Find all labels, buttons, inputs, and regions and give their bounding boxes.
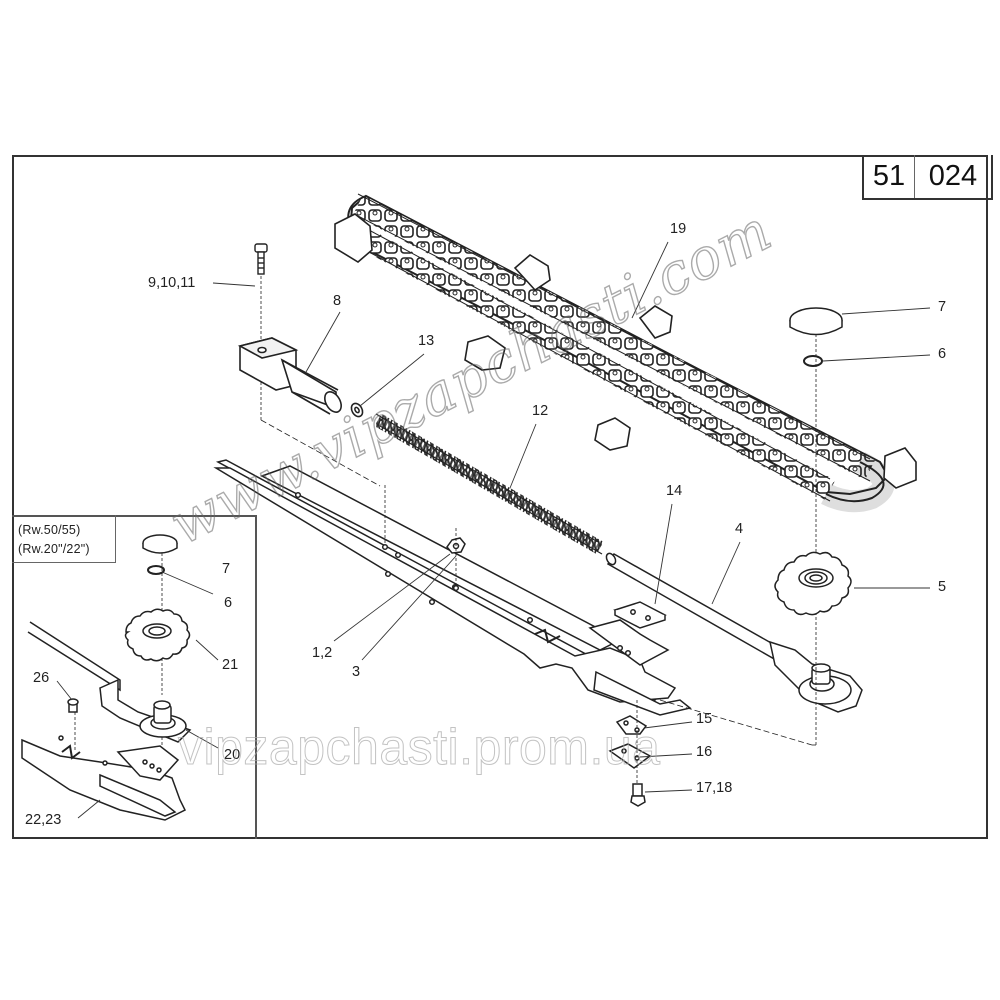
callout-8: 8 (333, 293, 342, 309)
washer-part-13 (350, 402, 364, 418)
callout-26: 26 (33, 670, 50, 686)
callout-4: 4 (735, 521, 744, 537)
page-code-group: 51 (864, 155, 915, 198)
callout-22-23: 22,23 (25, 812, 62, 828)
callout-12: 12 (532, 403, 549, 419)
callout-13: 13 (418, 333, 435, 349)
callout-14: 14 (666, 483, 683, 499)
callout-7-main: 7 (938, 299, 947, 315)
plates-part-15-16-bolts-17-18 (608, 700, 652, 807)
inset-model-label-1: (Rw.50/55) (18, 523, 81, 537)
bolt-part-9-10-11 (254, 243, 268, 340)
tube-part-8 (237, 337, 381, 487)
callout-9-10-11: 9,10,11 (148, 275, 196, 291)
callout-6-main: 6 (938, 346, 947, 362)
callout-6-inset: 6 (224, 595, 233, 611)
callout-19: 19 (670, 221, 687, 237)
inset-model-label-2: (Rw.20"/22") (18, 542, 90, 556)
callout-3: 3 (352, 664, 361, 680)
callout-1-2: 1,2 (312, 645, 333, 661)
plate-part-14 (613, 601, 667, 629)
guide-bar (213, 459, 692, 716)
diagram-frame (12, 155, 988, 839)
callout-21: 21 (222, 657, 239, 673)
callout-17-18: 17,18 (696, 780, 733, 796)
callout-15: 15 (696, 711, 713, 727)
callout-7-inset: 7 (222, 561, 231, 577)
inset-variant-box (12, 515, 257, 839)
inset-label-box (12, 515, 116, 563)
callout-16: 16 (696, 744, 713, 760)
spring-part-12 (374, 413, 604, 555)
inset-drawing (21, 534, 192, 821)
callout-5: 5 (938, 579, 947, 595)
nut-part-3 (446, 528, 466, 592)
page-code-sheet: 024 (928, 160, 978, 192)
leader-lines (56, 241, 931, 819)
callout-20: 20 (224, 747, 241, 763)
chain-part-19 (334, 193, 917, 513)
page-code-box: 51 024 (862, 155, 993, 200)
sprocket-assembly-main (659, 307, 852, 746)
